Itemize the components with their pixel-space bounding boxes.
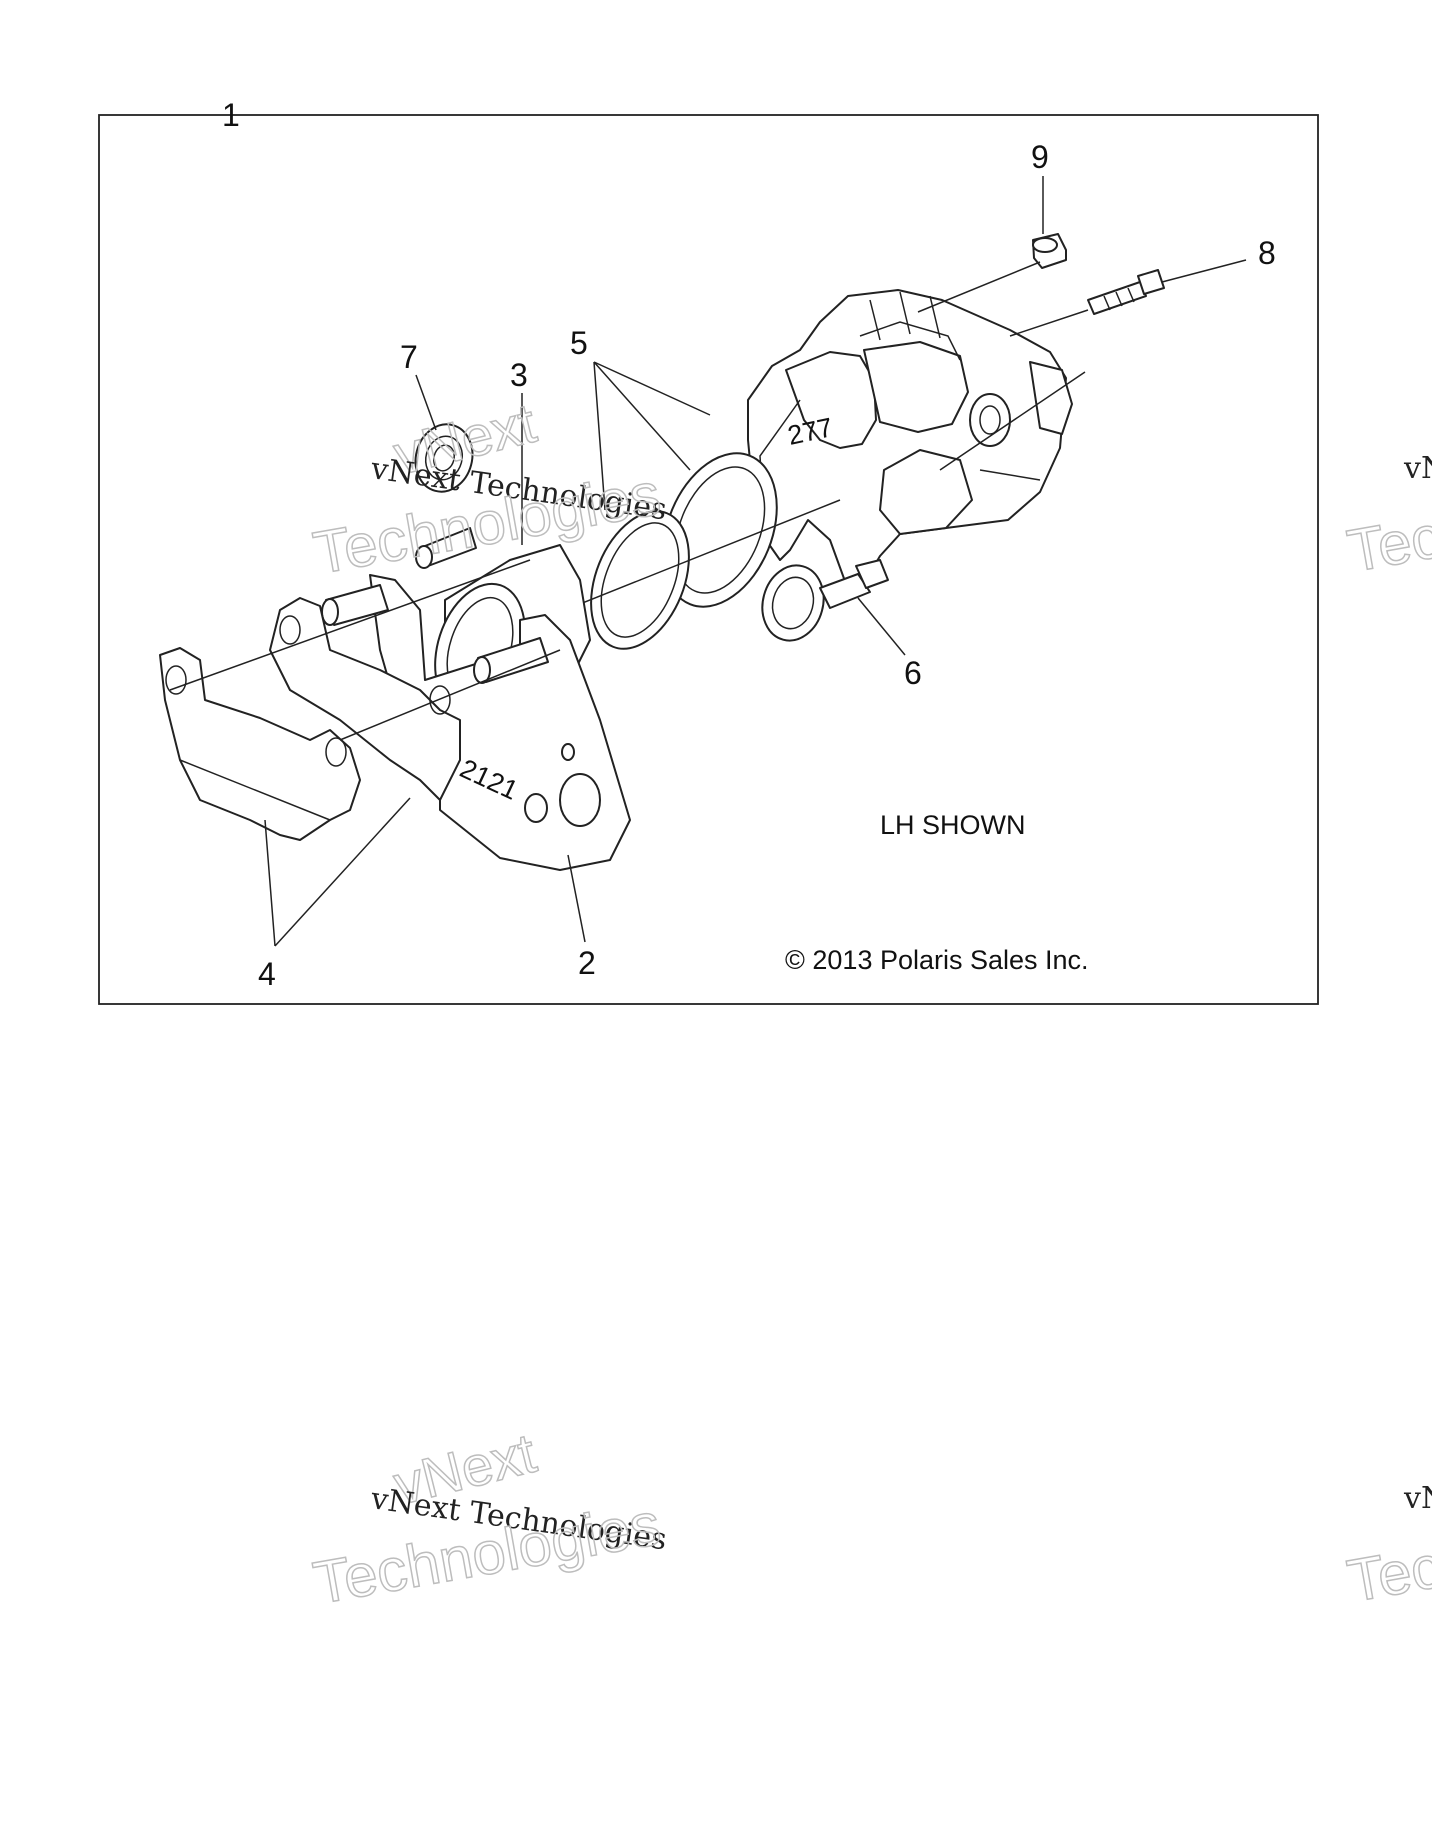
- callout-7: 7: [400, 339, 418, 375]
- watermark-clip-vn-upper: vN: [1403, 451, 1432, 486]
- leader-6: [857, 597, 906, 656]
- callout-9: 9: [1031, 139, 1049, 175]
- watermark-clip-tec-lower: Tec: [1343, 1533, 1432, 1615]
- leader-8: [1161, 259, 1247, 283]
- watermark-clip-vn-lower: vN: [1403, 1481, 1432, 1516]
- bracket-pin-lower: [473, 637, 549, 684]
- watermark-clip-tec-upper: Tec: [1343, 503, 1432, 585]
- assembly-guides: [169, 261, 1089, 741]
- pad-pin-short: [415, 527, 477, 569]
- callout-3: 3: [510, 357, 528, 393]
- callout-2: 2: [578, 945, 596, 981]
- callout-4: 4: [258, 956, 276, 992]
- bracket-pin-upper: [321, 584, 389, 626]
- brake-pad-inner: [269, 597, 461, 801]
- brake-pad-outer: [159, 647, 361, 841]
- callout-5: 5: [570, 325, 588, 361]
- lh-shown-note: LH SHOWN: [880, 810, 1026, 840]
- leader-2: [567, 854, 586, 943]
- leader-4: [264, 797, 411, 947]
- diagram-frame: [98, 114, 1319, 1005]
- slide-boot: [414, 423, 474, 493]
- callout-6: 6: [904, 655, 922, 691]
- guide-pin-boot: [761, 559, 889, 642]
- bleeder-screw: [1087, 269, 1165, 315]
- watermark-lower: vNext vNext Technologies Technologies: [308, 1420, 669, 1618]
- callout-8: 8: [1258, 235, 1276, 271]
- callout-1: 1: [222, 97, 240, 133]
- caliper-housing: 277: [747, 289, 1073, 585]
- bleeder-cap: [1032, 233, 1067, 269]
- watermark-right-upper: vN Tec: [1342, 451, 1432, 586]
- copyright-note: © 2013 Polaris Sales Inc.: [785, 945, 1089, 975]
- leader-5: [593, 361, 711, 511]
- leader-7: [415, 374, 437, 431]
- piston-seal-outer: [662, 452, 778, 608]
- watermark-right-lower: vN Tec: [1342, 1481, 1432, 1616]
